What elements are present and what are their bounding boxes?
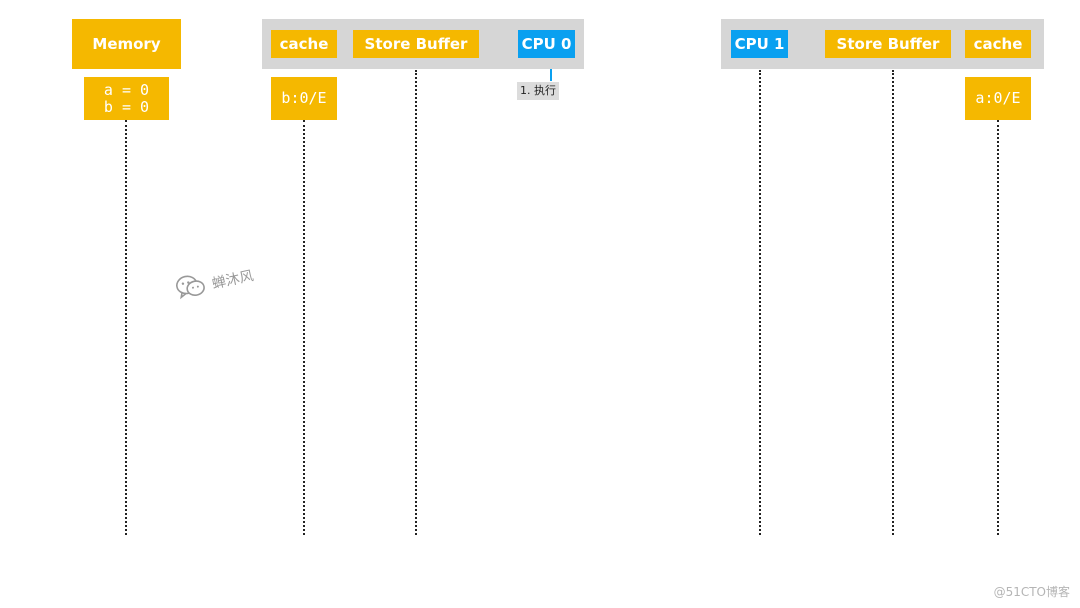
wechat-icon [174,270,210,306]
memory-lifeline [125,120,127,535]
cpu0-header: CPU 0 [518,30,575,58]
cpu0-store-buffer-lifeline [415,70,417,535]
watermark: 蝉沐风 [174,260,257,306]
cpu1-cache-state: a:0/E [965,77,1031,120]
cpu0-cache-label: cache [279,35,329,53]
memory-values: a = 0 b = 0 [84,77,169,120]
cpu1-store-buffer-lifeline [892,70,894,535]
cpu1-lifeline [759,70,761,535]
footer-credit: @51CTO博客 [993,585,1070,599]
watermark-text: 蝉沐风 [210,268,256,293]
cpu0-step-label: 1. 执行 [517,82,559,100]
cpu0-cache-state-text: b:0/E [281,89,327,107]
memory-value-a: a = 0 [103,80,150,99]
cpu1-cache-header: cache [965,30,1031,58]
cpu1-store-buffer-header: Store Buffer [825,30,951,58]
cpu1-cache-state-text: a:0/E [975,89,1021,107]
cpu1-store-buffer-label: Store Buffer [836,35,940,53]
memory-label: Memory [92,35,161,53]
cpu0-label: CPU 0 [521,35,572,53]
memory-value-b: b = 0 [103,97,150,116]
cpu0-store-buffer-header: Store Buffer [353,30,479,58]
cpu0-cache-state: b:0/E [271,77,337,120]
cpu1-label: CPU 1 [734,35,785,53]
cpu1-cache-lifeline [997,120,999,535]
cpu0-cache-header: cache [271,30,337,58]
cpu0-store-buffer-label: Store Buffer [364,35,468,53]
memory-header: Memory [72,19,181,69]
cpu0-cache-lifeline [303,120,305,535]
cpu1-header: CPU 1 [731,30,788,58]
cpu1-cache-label: cache [973,35,1023,53]
cpu0-activation-tick [550,69,552,81]
